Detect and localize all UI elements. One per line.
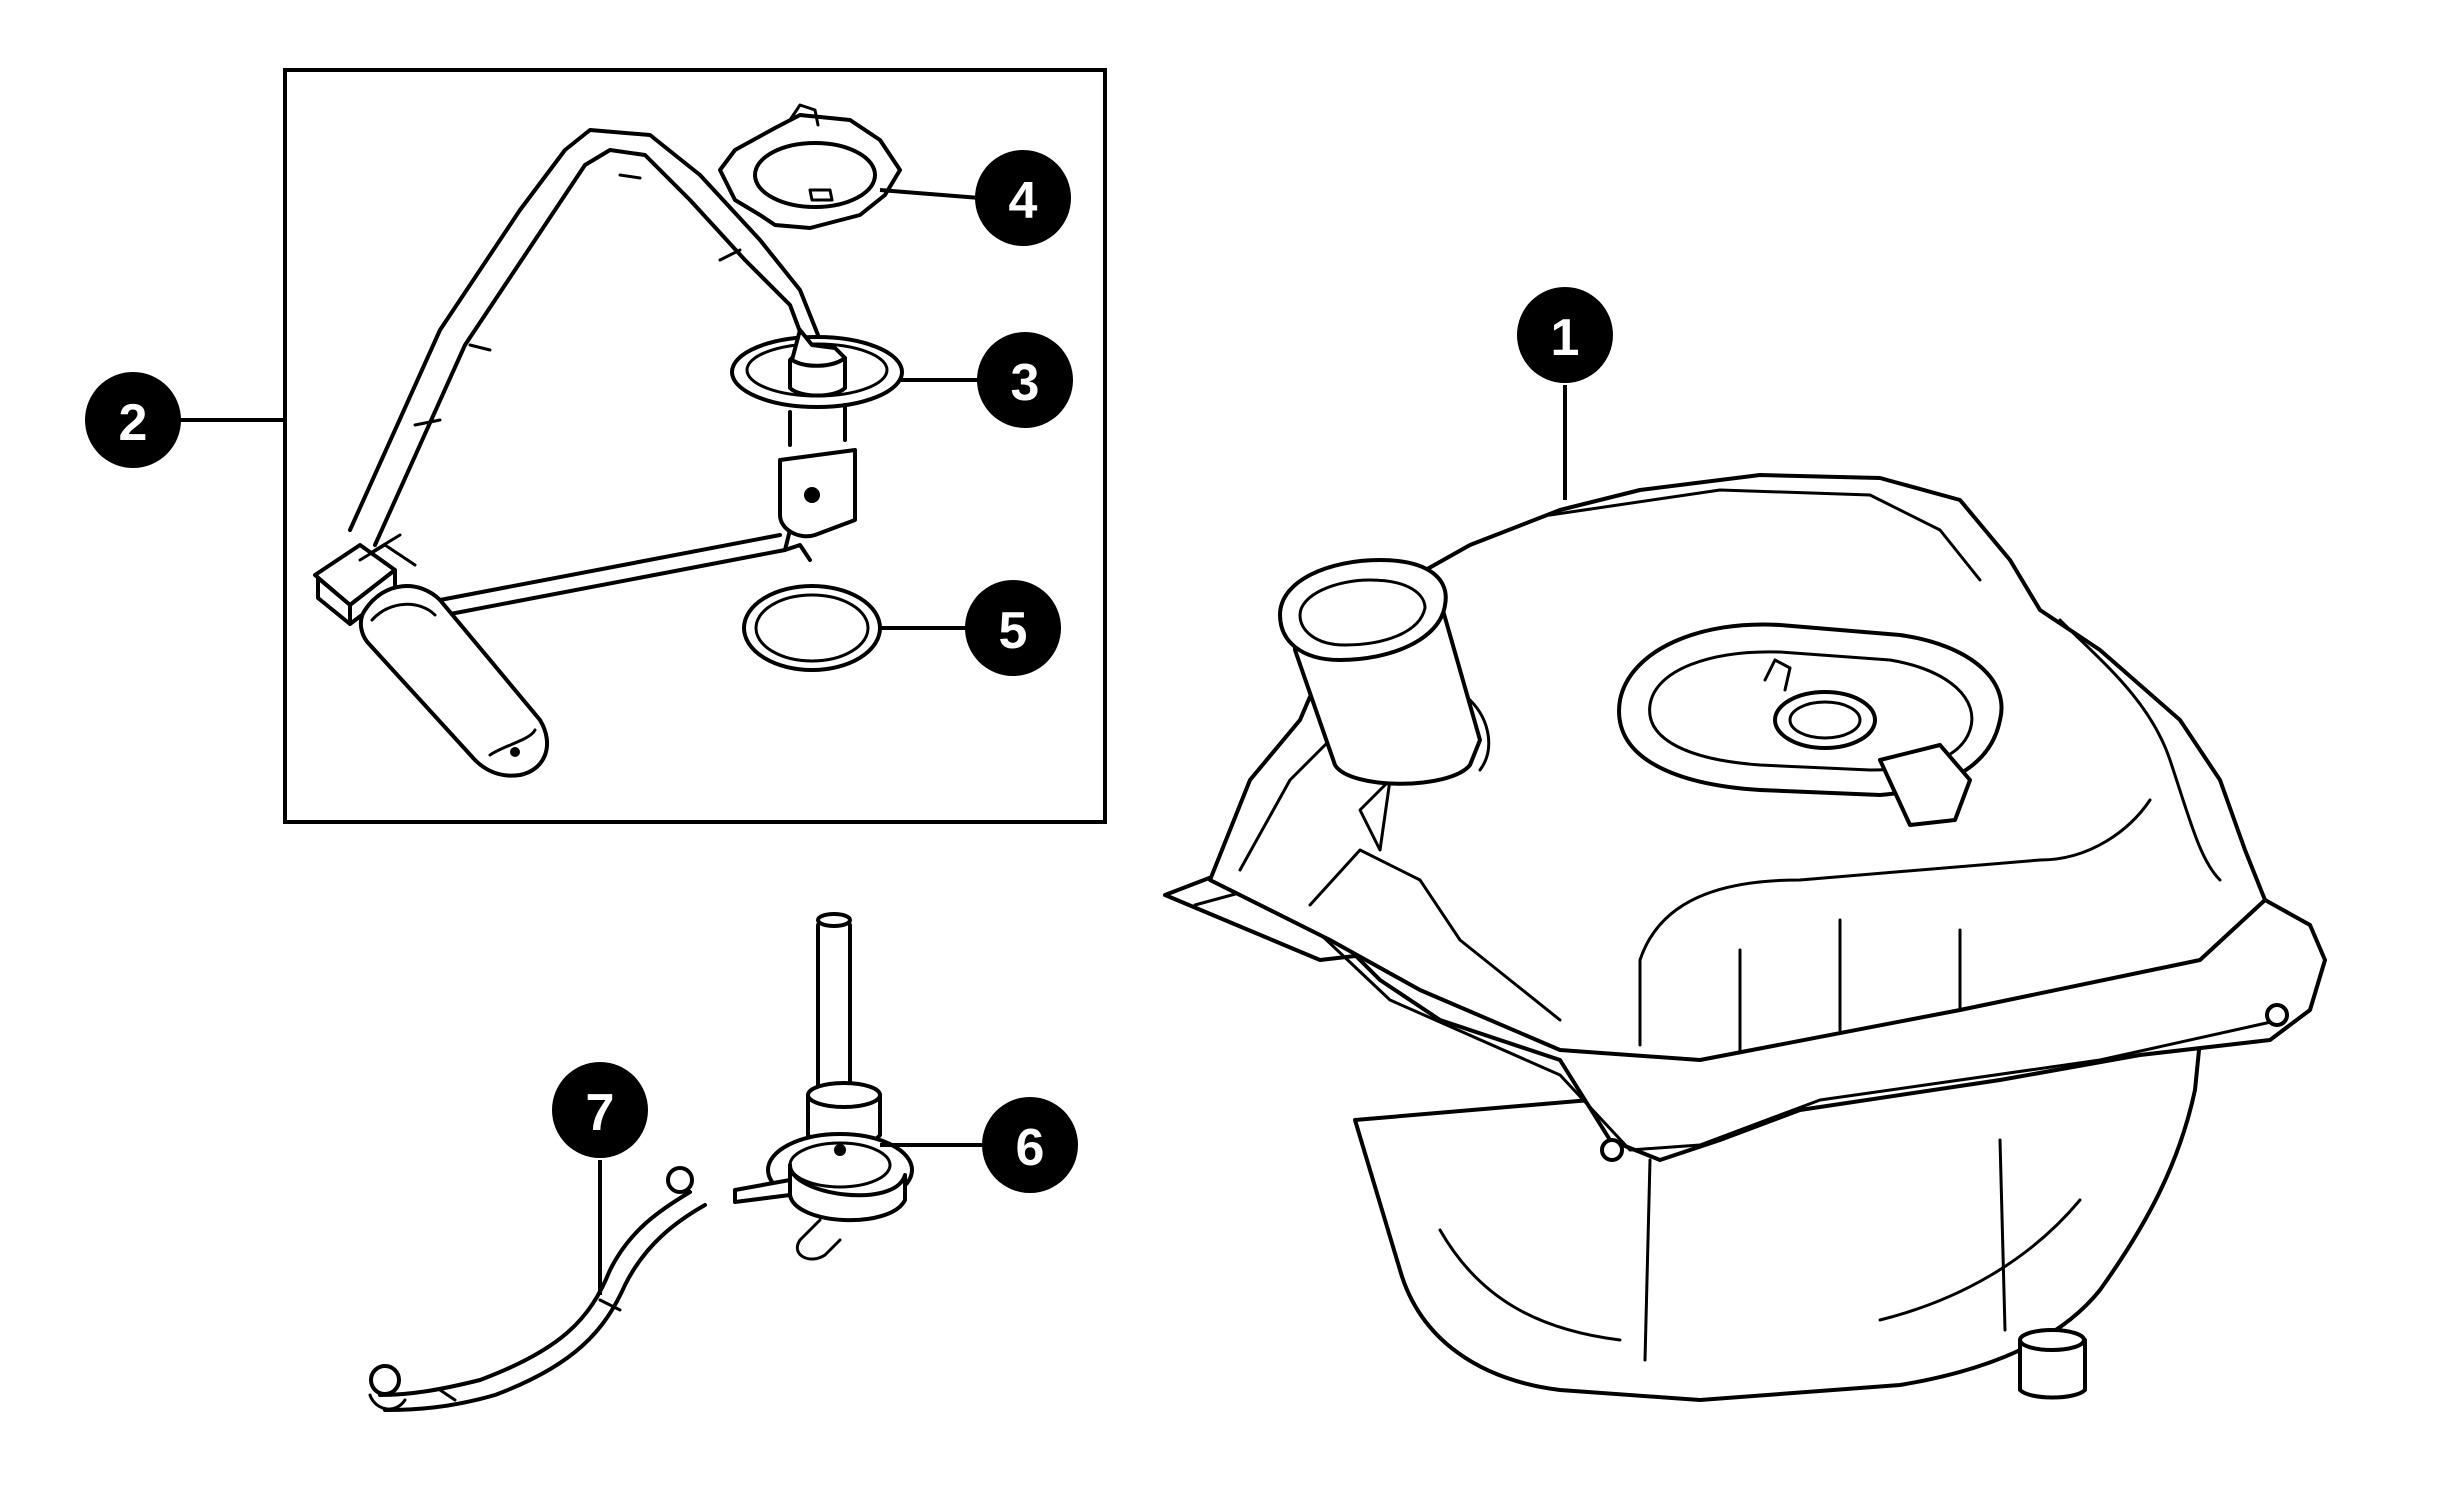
callout-5-label: 5 bbox=[999, 602, 1028, 660]
callout-4-label: 4 bbox=[1009, 172, 1038, 230]
callout-4: 4 bbox=[975, 150, 1071, 246]
callout-7-label: 7 bbox=[586, 1084, 615, 1142]
callout-1: 1 bbox=[1517, 287, 1613, 383]
lock-ring bbox=[718, 103, 902, 230]
callout-5: 5 bbox=[965, 580, 1061, 676]
leader-4 bbox=[879, 188, 981, 200]
sender-assembly-frame bbox=[283, 68, 1107, 824]
callout-6-label: 6 bbox=[1016, 1119, 1045, 1177]
sender-mounting-plate bbox=[730, 328, 904, 539]
callout-1-label: 1 bbox=[1551, 309, 1580, 367]
callout-7: 7 bbox=[552, 1062, 648, 1158]
callout-3-label: 3 bbox=[1011, 354, 1040, 412]
vacuum-hose bbox=[368, 1166, 707, 1412]
callout-2: 2 bbox=[85, 372, 181, 468]
fuel-level-sender bbox=[313, 128, 822, 778]
fuel-tank bbox=[1163, 473, 2327, 1402]
leader-lines bbox=[175, 188, 1567, 1295]
callout-3: 3 bbox=[977, 332, 1073, 428]
callout-6: 6 bbox=[982, 1097, 1078, 1193]
callout-2-label: 2 bbox=[119, 394, 148, 452]
sender-gasket bbox=[742, 584, 882, 672]
fuel-valve bbox=[733, 912, 914, 1261]
